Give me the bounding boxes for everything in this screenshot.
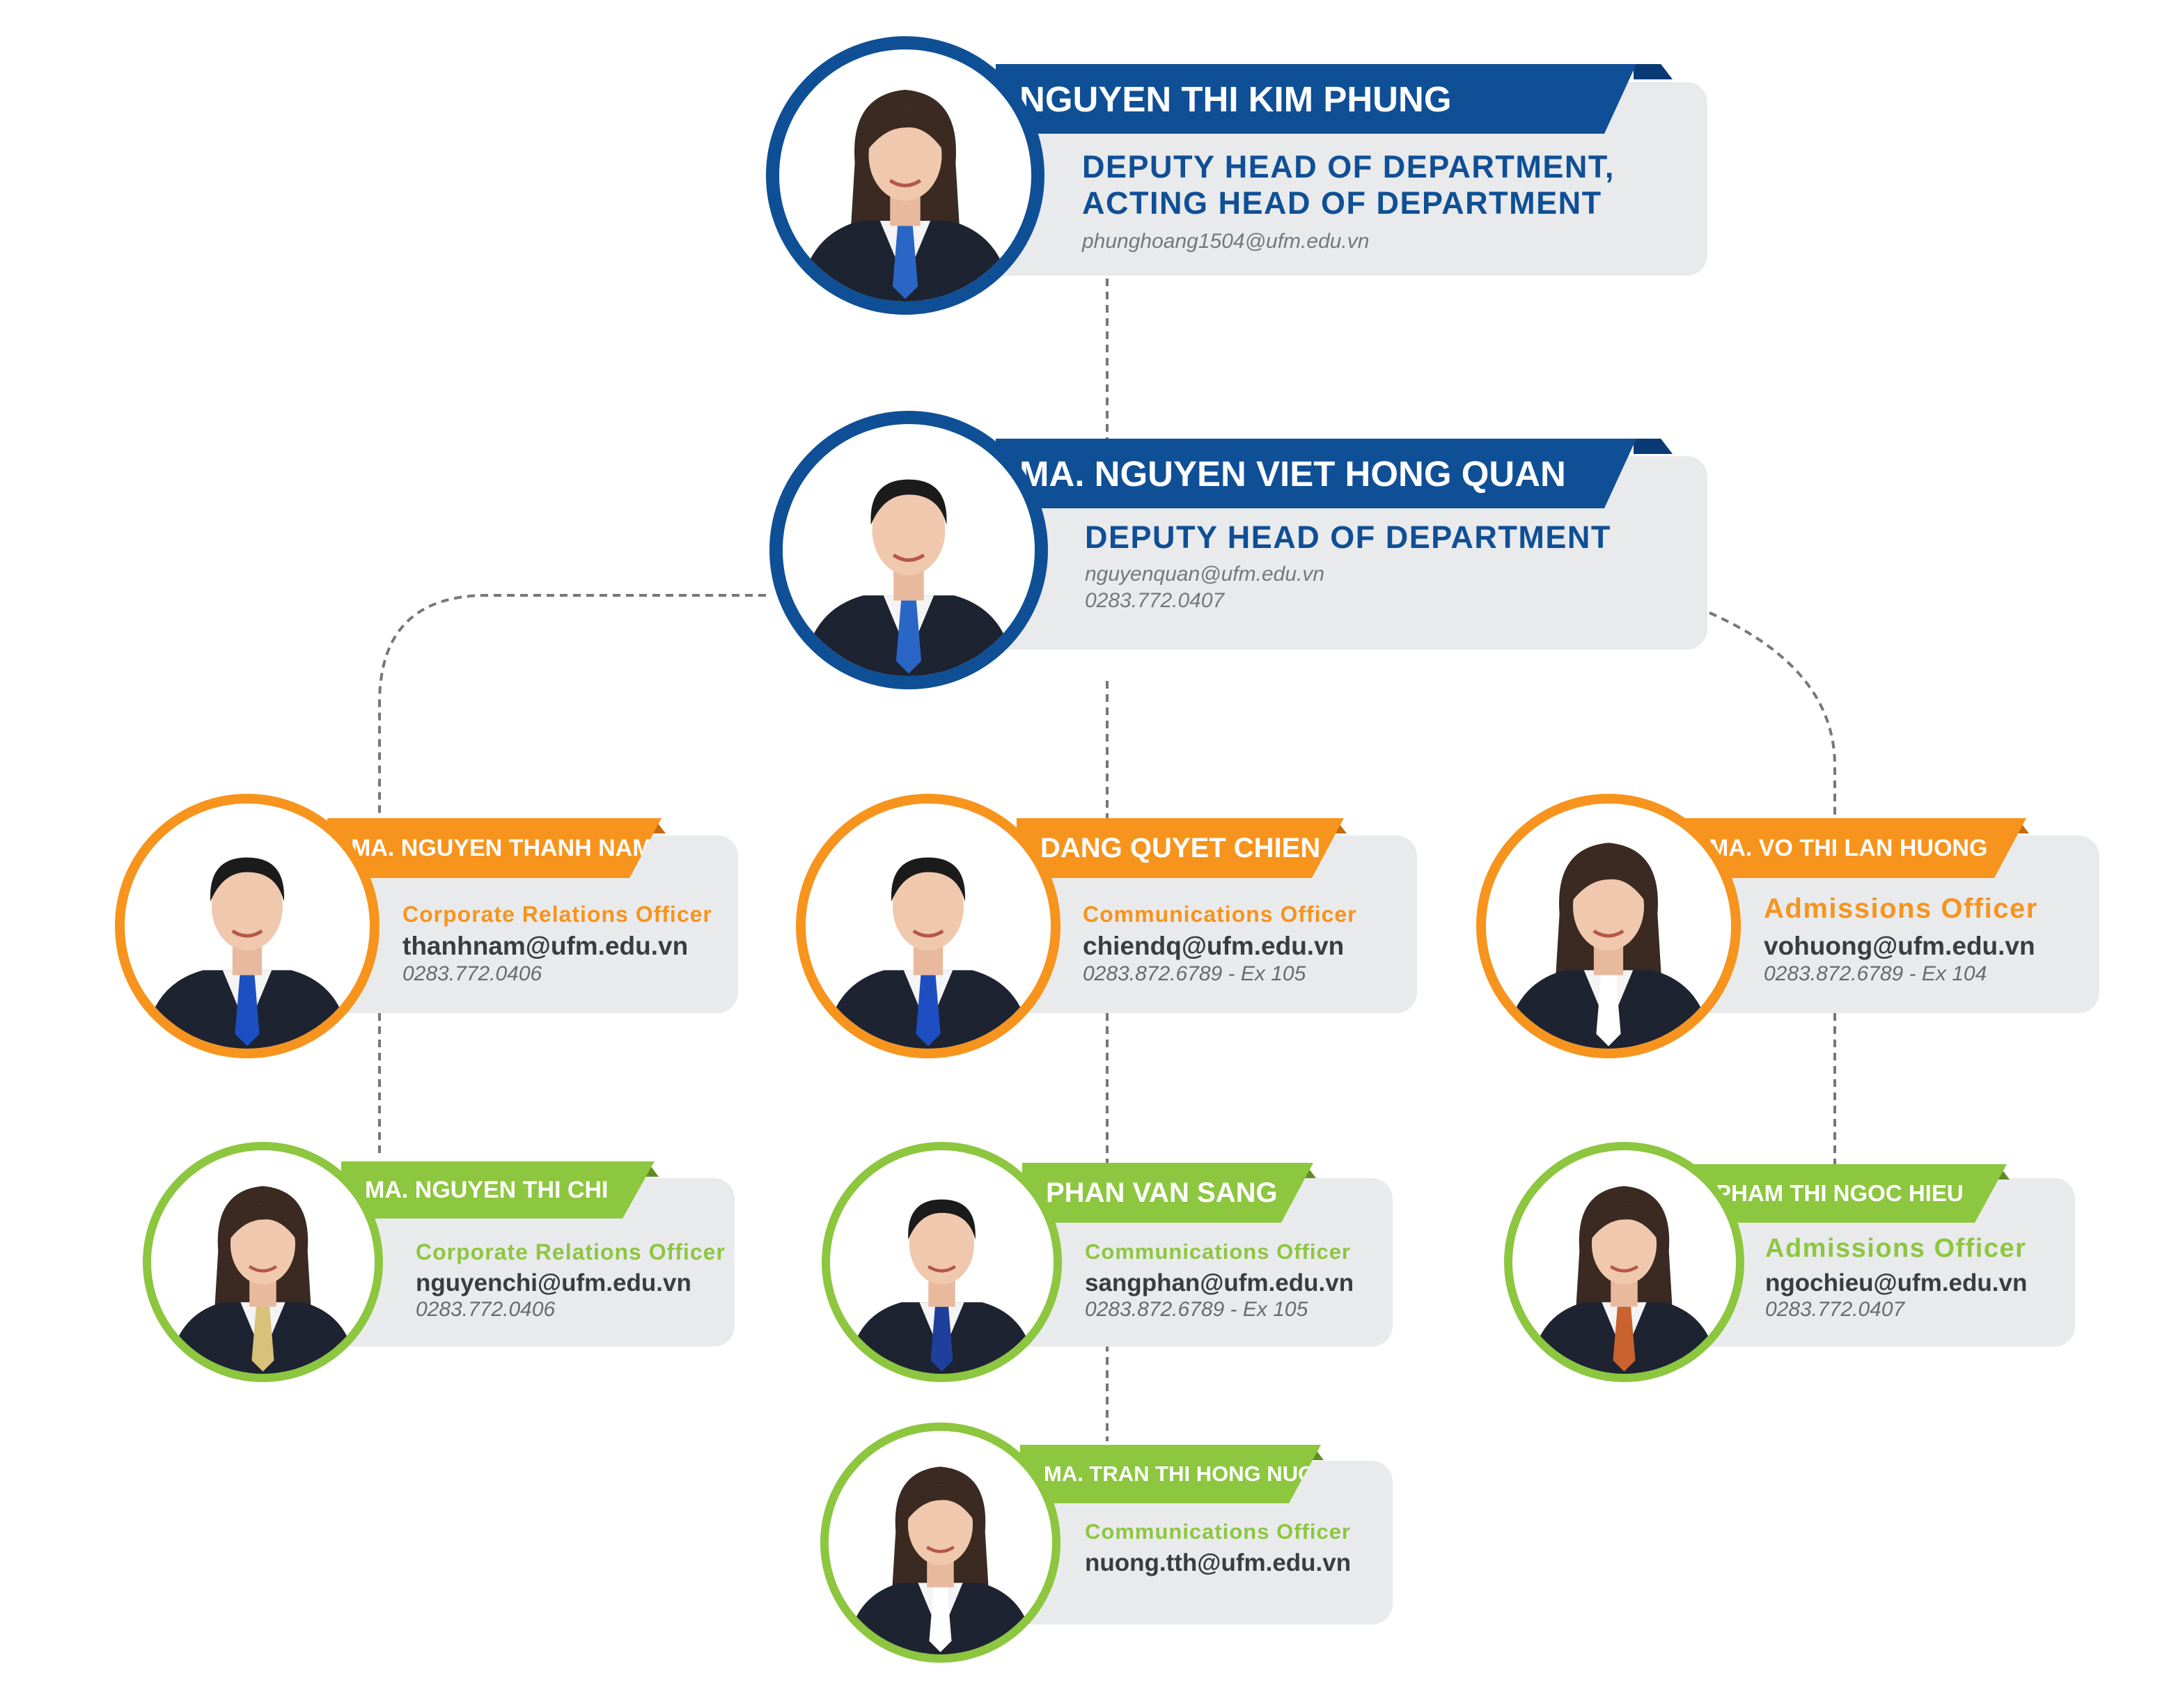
profile-photo <box>822 1142 1062 1382</box>
profile-photo <box>766 36 1044 315</box>
portrait-illustration <box>802 479 1015 676</box>
portrait-illustration <box>799 89 1012 301</box>
person-name: PHAN VAN SANG <box>1046 1177 1278 1208</box>
ribbon-fold <box>1634 64 1673 79</box>
profile-photo <box>820 1423 1060 1663</box>
email-text: chiendq@ufm.edu.vn <box>1083 932 1345 960</box>
email-text: nguyenquan@ufm.edu.vn <box>1085 563 1325 586</box>
phone-text: 0283.772.0407 <box>1085 589 1225 612</box>
phone-text: 0283.872.6789 - Ex 105 <box>1083 962 1306 985</box>
profile-photo <box>115 794 379 1058</box>
job-title: Communications Officer <box>1085 1519 1351 1544</box>
job-title: Admissions Officer <box>1765 1234 2027 1263</box>
person-name: MA. VO THI LAN HUONG <box>1709 834 1988 861</box>
person-name: MA. NGUYEN THI CHI <box>365 1176 609 1203</box>
job-title-line-2: ACTING HEAD OF DEPARTMENT <box>1082 185 1602 221</box>
job-title: Corporate Relations Officer <box>402 902 712 927</box>
portrait-illustration <box>847 1199 1036 1374</box>
job-title-line-1: DEPUTY HEAD OF DEPARTMENT, <box>1082 149 1615 185</box>
name-ribbon: MA. NGUYEN VIET HONG QUAN <box>996 439 1636 508</box>
portrait-illustration <box>1530 1186 1719 1374</box>
portrait-illustration <box>169 1186 357 1374</box>
phone-text: 0283.872.6789 - Ex 105 <box>1085 1298 1308 1321</box>
email-text: sangphan@ufm.edu.vn <box>1085 1269 1354 1296</box>
profile-photo <box>769 411 1048 689</box>
portrait-illustration <box>825 857 1031 1049</box>
person-name: MA. TRAN THI HONG NUONG <box>1044 1462 1347 1486</box>
name-ribbon: MA. NGUYEN THANH NAM <box>327 818 662 878</box>
phone-text: 0283.872.6789 - Ex 104 <box>1764 962 1987 985</box>
phone-text: 0283.772.0407 <box>1765 1298 1905 1321</box>
portrait-illustration <box>1505 843 1712 1049</box>
job-title: Communications Officer <box>1085 1239 1351 1264</box>
phone-text: 0283.772.0406 <box>402 962 542 985</box>
ribbon-fold <box>1634 439 1673 454</box>
name-ribbon: MA. VO THI LAN HUONG <box>1685 818 2026 878</box>
profile-photo <box>143 1142 383 1382</box>
name-ribbon: PHAN VAN SANG <box>1022 1163 1313 1223</box>
job-title: Communications Officer <box>1083 902 1357 927</box>
job-title: DEPUTY HEAD OF DEPARTMENT, ACTING HEAD O… <box>1082 149 1615 221</box>
job-title: Admissions Officer <box>1764 893 2038 924</box>
email-text: nuong.tth@ufm.edu.vn <box>1085 1549 1352 1576</box>
portrait-illustration <box>846 1466 1035 1654</box>
name-ribbon: MA. TRAN THI HONG NUONG <box>1020 1445 1321 1503</box>
name-ribbon: NGUYEN THI KIM PHUNG <box>996 64 1636 134</box>
email-text: thanhnam@ufm.edu.vn <box>402 932 689 960</box>
phone-text: 0283.772.0406 <box>416 1298 556 1321</box>
connector-quan-huong <box>1709 611 1836 815</box>
email-text: nguyenchi@ufm.edu.vn <box>416 1269 691 1296</box>
email-text: vohuong@ufm.edu.vn <box>1764 932 2035 960</box>
profile-photo <box>1504 1142 1744 1382</box>
person-name: MA. NGUYEN THANH NAM <box>351 834 652 861</box>
person-name: MA. NGUYEN VIET HONG QUAN <box>1019 453 1566 494</box>
person-name: NGUYEN THI KIM PHUNG <box>1019 79 1452 119</box>
person-name: PHAM THI NGOC HIEU <box>1716 1180 1964 1206</box>
profile-photo <box>1476 794 1741 1058</box>
name-ribbon: PHAM THI NGOC HIEU <box>1692 1164 2007 1223</box>
name-ribbon: MA. NGUYEN THI CHI <box>341 1161 655 1219</box>
connector-quan-nam <box>378 594 766 815</box>
email-text: ngochieu@ufm.edu.vn <box>1765 1269 2028 1296</box>
person-name: DANG QUYET CHIEN <box>1040 832 1321 863</box>
profile-photo <box>796 794 1060 1058</box>
job-title: Corporate Relations Officer <box>416 1239 726 1264</box>
email-text: phunghoang1504@ufm.edu.vn <box>1082 230 1370 253</box>
portrait-illustration <box>144 857 350 1049</box>
job-title: DEPUTY HEAD OF DEPARTMENT <box>1085 519 1611 555</box>
name-ribbon: DANG QUYET CHIEN <box>1017 818 1344 878</box>
